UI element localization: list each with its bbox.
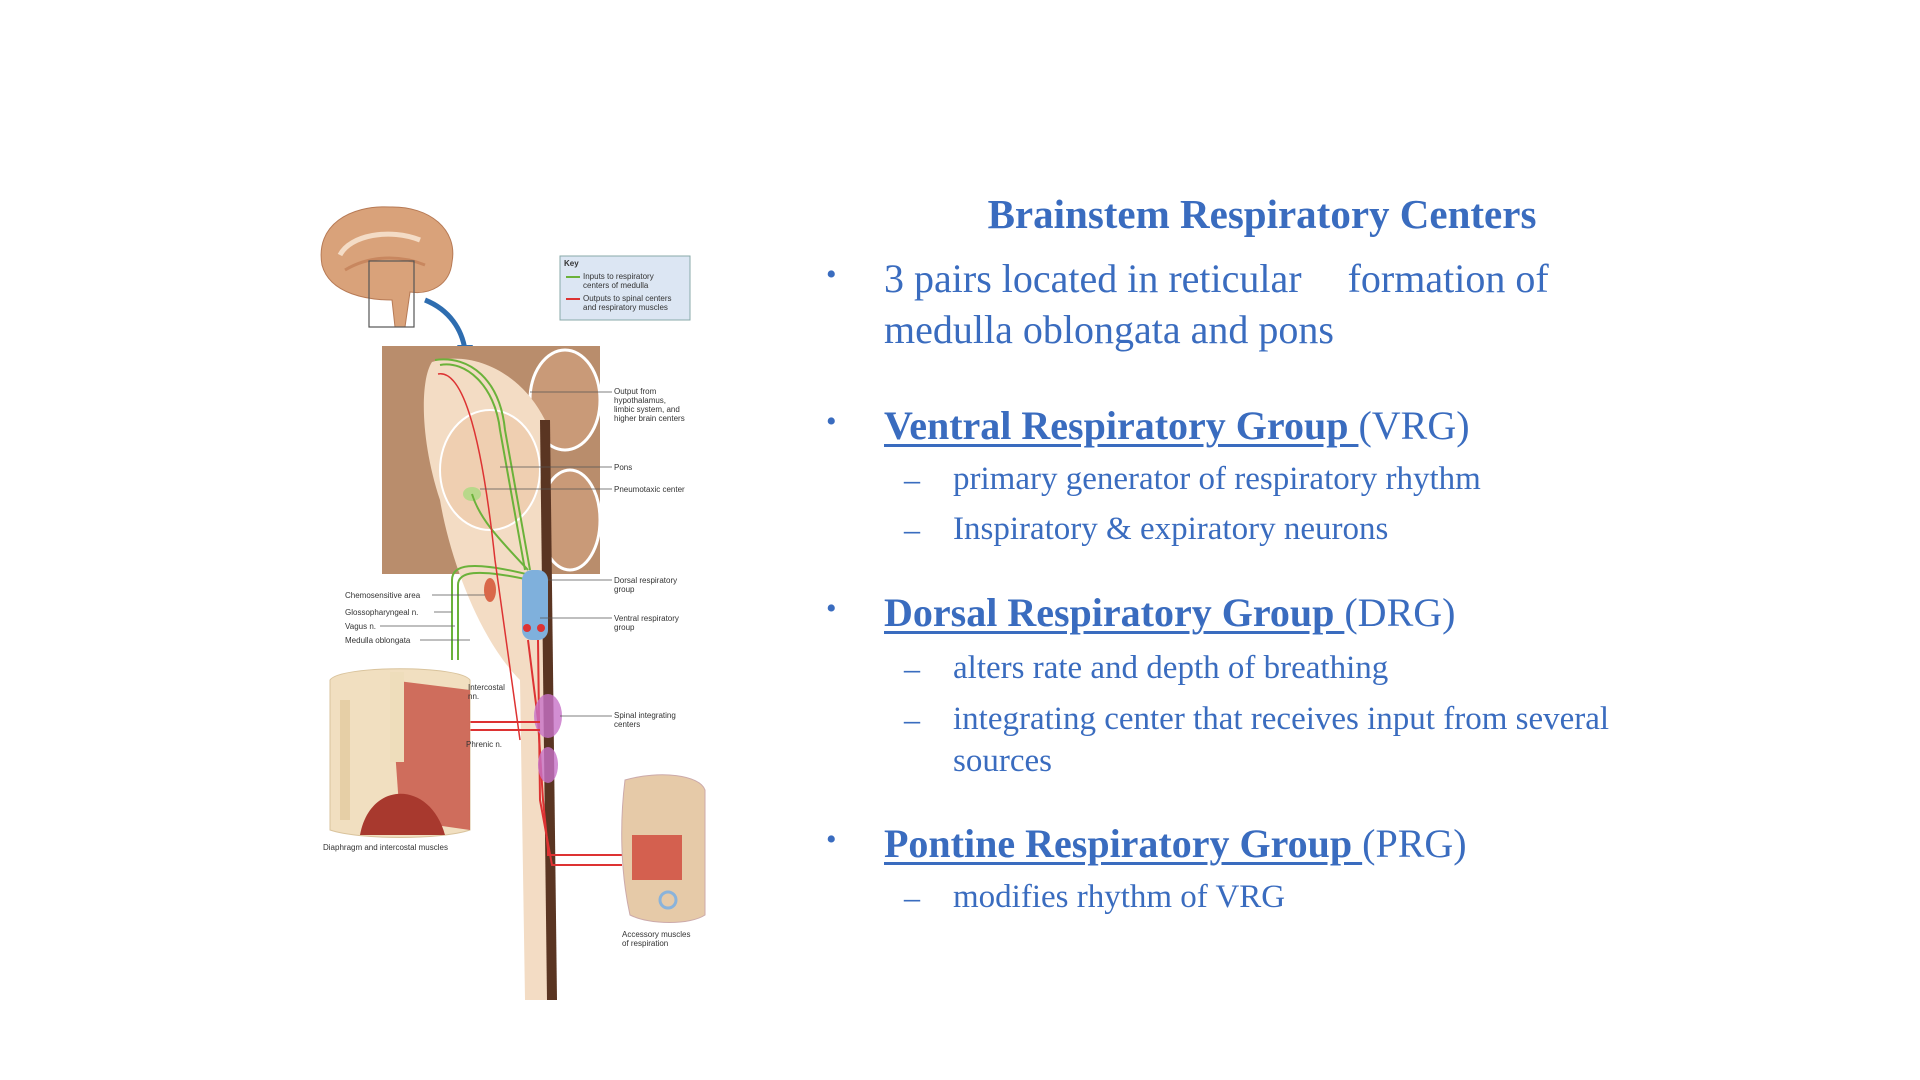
svg-text:group: group	[614, 585, 635, 594]
svg-text:Ventral respiratory: Ventral respiratory	[614, 614, 679, 623]
svg-text:Phrenic n.: Phrenic n.	[466, 740, 502, 749]
brainstem-section	[382, 346, 622, 1001]
svg-text:Medulla oblongata: Medulla oblongata	[345, 636, 411, 645]
svg-text:group: group	[614, 623, 635, 632]
svg-text:Intercostal: Intercostal	[468, 683, 505, 692]
figure-labels: Output from hypothalamus, limbic system,…	[323, 387, 690, 948]
bullet-drg: Dorsal Respiratory Group (DRG)	[884, 590, 1456, 635]
svg-text:Vagus n.: Vagus n.	[345, 622, 376, 631]
bullet-icon: •	[826, 258, 837, 291]
svg-text:higher brain centers: higher brain centers	[614, 414, 685, 423]
prg-sub-1: modifies rhythm of VRG	[953, 879, 1286, 915]
svg-text:Dorsal respiratory: Dorsal respiratory	[614, 576, 677, 585]
svg-text:Output from: Output from	[614, 387, 657, 396]
drg-sub-2-cont: sources	[953, 743, 1052, 779]
svg-text:Pons: Pons	[614, 463, 632, 472]
ribcage-illustration	[329, 668, 471, 838]
bullet-1-line-2: medulla oblongata and pons	[884, 307, 1334, 352]
svg-text:Accessory muscles: Accessory muscles	[622, 930, 690, 939]
dash-icon: –	[904, 511, 920, 547]
dash-icon: –	[904, 650, 920, 686]
bullet-icon: •	[826, 823, 837, 856]
drg-sub-1: alters rate and depth of breathing	[953, 650, 1389, 686]
svg-text:Diaphragm and intercostal musc: Diaphragm and intercostal muscles	[323, 843, 448, 852]
bullet-icon: •	[826, 592, 837, 625]
dash-icon: –	[904, 701, 920, 737]
svg-text:centers of medulla: centers of medulla	[583, 281, 649, 290]
bullet-icon: •	[826, 405, 837, 438]
svg-text:Outputs to spinal centers: Outputs to spinal centers	[583, 294, 672, 303]
svg-text:Inputs to respiratory: Inputs to respiratory	[583, 272, 654, 281]
vrg-sub-2: Inspiratory & expiratory neurons	[953, 511, 1389, 547]
torso-illustration	[621, 774, 706, 923]
svg-text:hypothalamus,: hypothalamus,	[614, 396, 666, 405]
svg-text:Spinal integrating: Spinal integrating	[614, 711, 676, 720]
dash-icon: –	[904, 461, 920, 497]
svg-text:limbic system, and: limbic system, and	[614, 405, 680, 414]
bullet-vrg: Ventral Respiratory Group (VRG)	[884, 403, 1470, 448]
vrg-sub-1: primary generator of respiratory rhythm	[953, 461, 1481, 497]
svg-text:of respiration: of respiration	[622, 939, 668, 948]
svg-text:centers: centers	[614, 720, 640, 729]
svg-text:nn.: nn.	[468, 692, 479, 701]
svg-text:Chemosensitive area: Chemosensitive area	[345, 591, 421, 600]
svg-text:Pneumotaxic center: Pneumotaxic center	[614, 485, 685, 494]
diagram-key: Key Inputs to respiratory centers of med…	[559, 255, 691, 321]
svg-text:and respiratory muscles: and respiratory muscles	[583, 303, 668, 312]
bullet-prg: Pontine Respiratory Group (PRG)	[884, 821, 1467, 866]
svg-text:Key: Key	[564, 259, 579, 268]
drg-sub-2: integrating center that receives input f…	[953, 701, 1610, 737]
dash-icon: –	[904, 879, 920, 915]
brain-illustration	[320, 206, 473, 360]
svg-text:Glossopharyngeal n.: Glossopharyngeal n.	[345, 608, 418, 617]
slide-title: Brainstem Respiratory Centers	[987, 191, 1537, 237]
